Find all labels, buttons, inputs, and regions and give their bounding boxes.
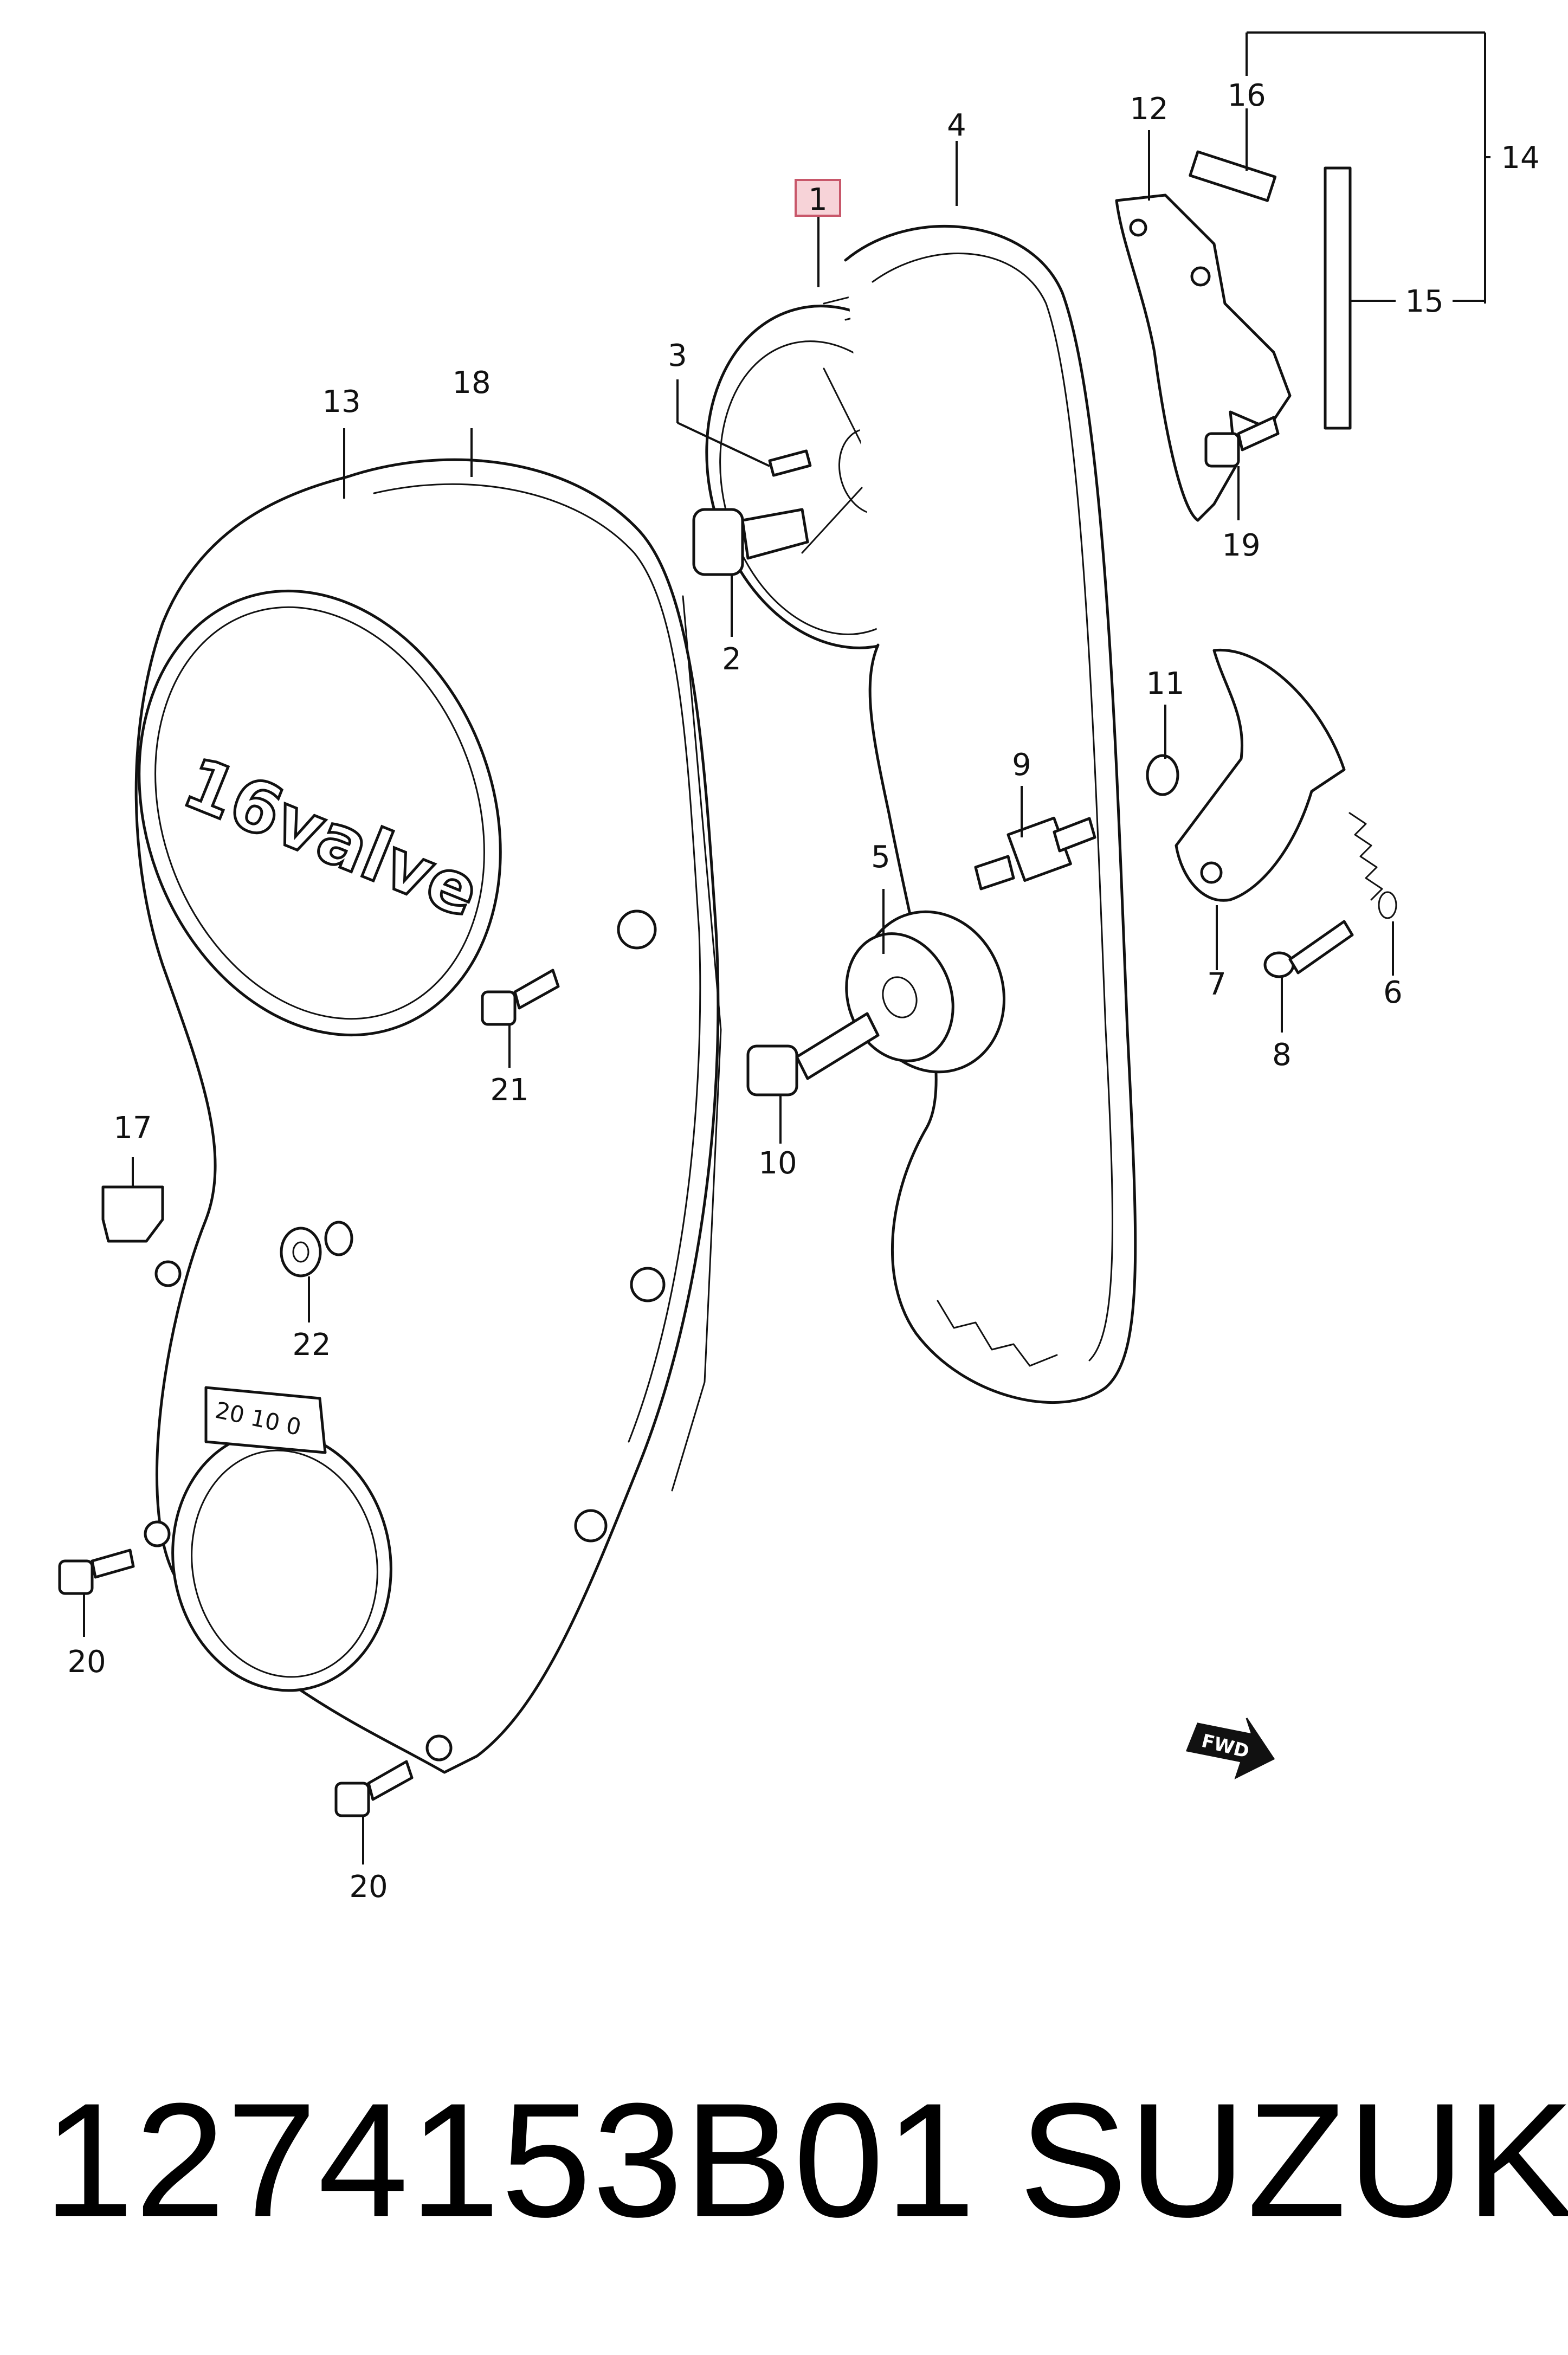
label-9: 9 [1012,747,1031,783]
label-20a: 20 [67,1644,106,1680]
diagram-canvas: 16valve 20 10 0 [58,31,1540,1905]
label-14: 14 [1501,140,1539,176]
camshaft-bolt [692,508,809,576]
washer [1146,754,1179,796]
footer-caption: 1274153B01 SUZUKI [0,1962,1568,2355]
tensioner-bolt [746,1012,880,1096]
label-18: 18 [452,365,491,401]
label-11: 11 [1146,666,1184,701]
plate-screw [1263,920,1354,978]
clip-17 [101,1185,164,1243]
label-8: 8 [1272,1037,1292,1073]
fwd-arrow: FWD [1185,1718,1275,1779]
timing-belt [844,225,1137,1404]
shim-16 [1189,150,1277,202]
part-number: 1274153B01 [43,2069,977,2251]
label-4: 4 [947,108,966,143]
cover-bolt-20a [58,1549,135,1595]
cover-bolt-20b [334,1760,414,1817]
label-1: 1 [808,182,828,217]
shim-15 [1324,166,1352,430]
label-16: 16 [1227,78,1266,113]
label-17: 17 [113,1111,152,1146]
exploded-parts-diagram: 16valve 20 10 0 [58,31,1540,1905]
label-20b: 20 [349,1869,388,1905]
tensioner-spring [1348,812,1397,919]
tensioner-plate [1175,648,1346,902]
callout-lines [83,31,1490,1864]
label-10: 10 [758,1146,797,1181]
label-7: 7 [1207,967,1227,1002]
timing-cover: 16valve 20 10 0 [134,458,722,1774]
label-21: 21 [490,1073,528,1108]
dowel-pin [768,449,812,477]
tensioner-stud [974,816,1096,891]
highlight-box [795,179,841,217]
label-6: 6 [1383,975,1403,1010]
label-12: 12 [1130,92,1168,127]
label-22: 22 [292,1327,331,1363]
grommet-22 [280,1221,353,1277]
cover-bolt-21 [481,969,560,1026]
bracket [1115,193,1292,522]
label-15: 15 [1405,284,1443,319]
bracket-bolt [1204,416,1280,468]
brand-name: SUZUKI [1019,2069,1568,2251]
label-3: 3 [668,338,687,373]
label-5: 5 [871,840,891,875]
label-2: 2 [722,642,741,677]
part-labels: 1 2 3 4 5 6 7 8 9 10 11 12 13 14 15 16 1… [67,78,1539,1905]
label-19: 19 [1222,528,1260,563]
label-13: 13 [322,384,360,420]
